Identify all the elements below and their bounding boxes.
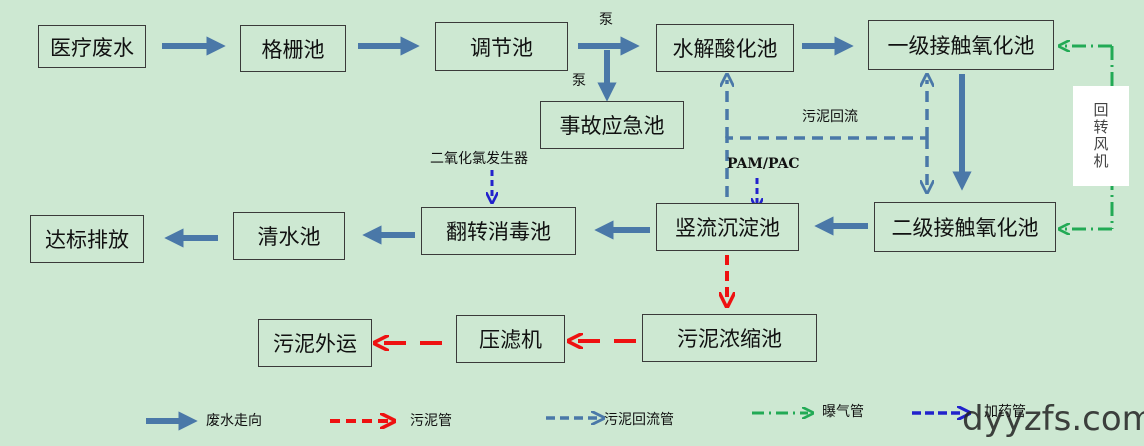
box-emergency-tank: 事故应急池 <box>540 101 684 149</box>
box-vertical-settling-tank: 竖流沉淀池 <box>656 203 799 251</box>
legend-aeration: 曝气管 <box>822 404 864 420</box>
blower-char: 机 <box>1093 152 1109 171</box>
box-sludge-thickener: 污泥浓缩池 <box>642 314 817 362</box>
box-medical-wastewater: 医疗废水 <box>38 25 146 68</box>
box-secondary-contact-oxidation: 二级接触氧化池 <box>874 202 1056 252</box>
blower-char: 回 <box>1093 100 1109 119</box>
blower-char: 风 <box>1093 135 1109 153</box>
box-filter-press: 压滤机 <box>456 315 565 363</box>
box-flip-disinfection-tank: 翻转消毒池 <box>421 207 576 255</box>
box-primary-contact-oxidation: 一级接触氧化池 <box>868 20 1054 70</box>
blower-char: 转 <box>1093 117 1109 136</box>
legend-sludge-return: 污泥回流管 <box>604 412 674 428</box>
box-clear-water-tank: 清水池 <box>233 212 345 260</box>
box-equalization-tank: 调节池 <box>435 22 568 71</box>
label-pam-pac: PAM/PAC <box>727 156 800 172</box>
label-pump-top: 泵 <box>599 12 613 28</box>
box-sludge-transport: 污泥外运 <box>258 319 372 367</box>
box-discharge: 达标排放 <box>30 215 144 263</box>
legend-wastewater: 废水走向 <box>206 413 262 429</box>
watermark: dyyzfs.com <box>962 399 1144 439</box>
box-grid-tank: 格栅池 <box>240 25 346 72</box>
legend-sludge: 污泥管 <box>410 413 452 429</box>
label-chlorine-dioxide-generator: 二氧化氯发生器 <box>430 151 528 167</box>
label-rotary-blower: 回 转 风 机 <box>1073 86 1129 186</box>
legend-dosing: 加药管 <box>984 404 1026 420</box>
label-sludge-return: 污泥回流 <box>802 109 858 125</box>
label-pump-down: 泵 <box>572 73 586 89</box>
box-hydrolysis-tank: 水解酸化池 <box>656 24 794 72</box>
